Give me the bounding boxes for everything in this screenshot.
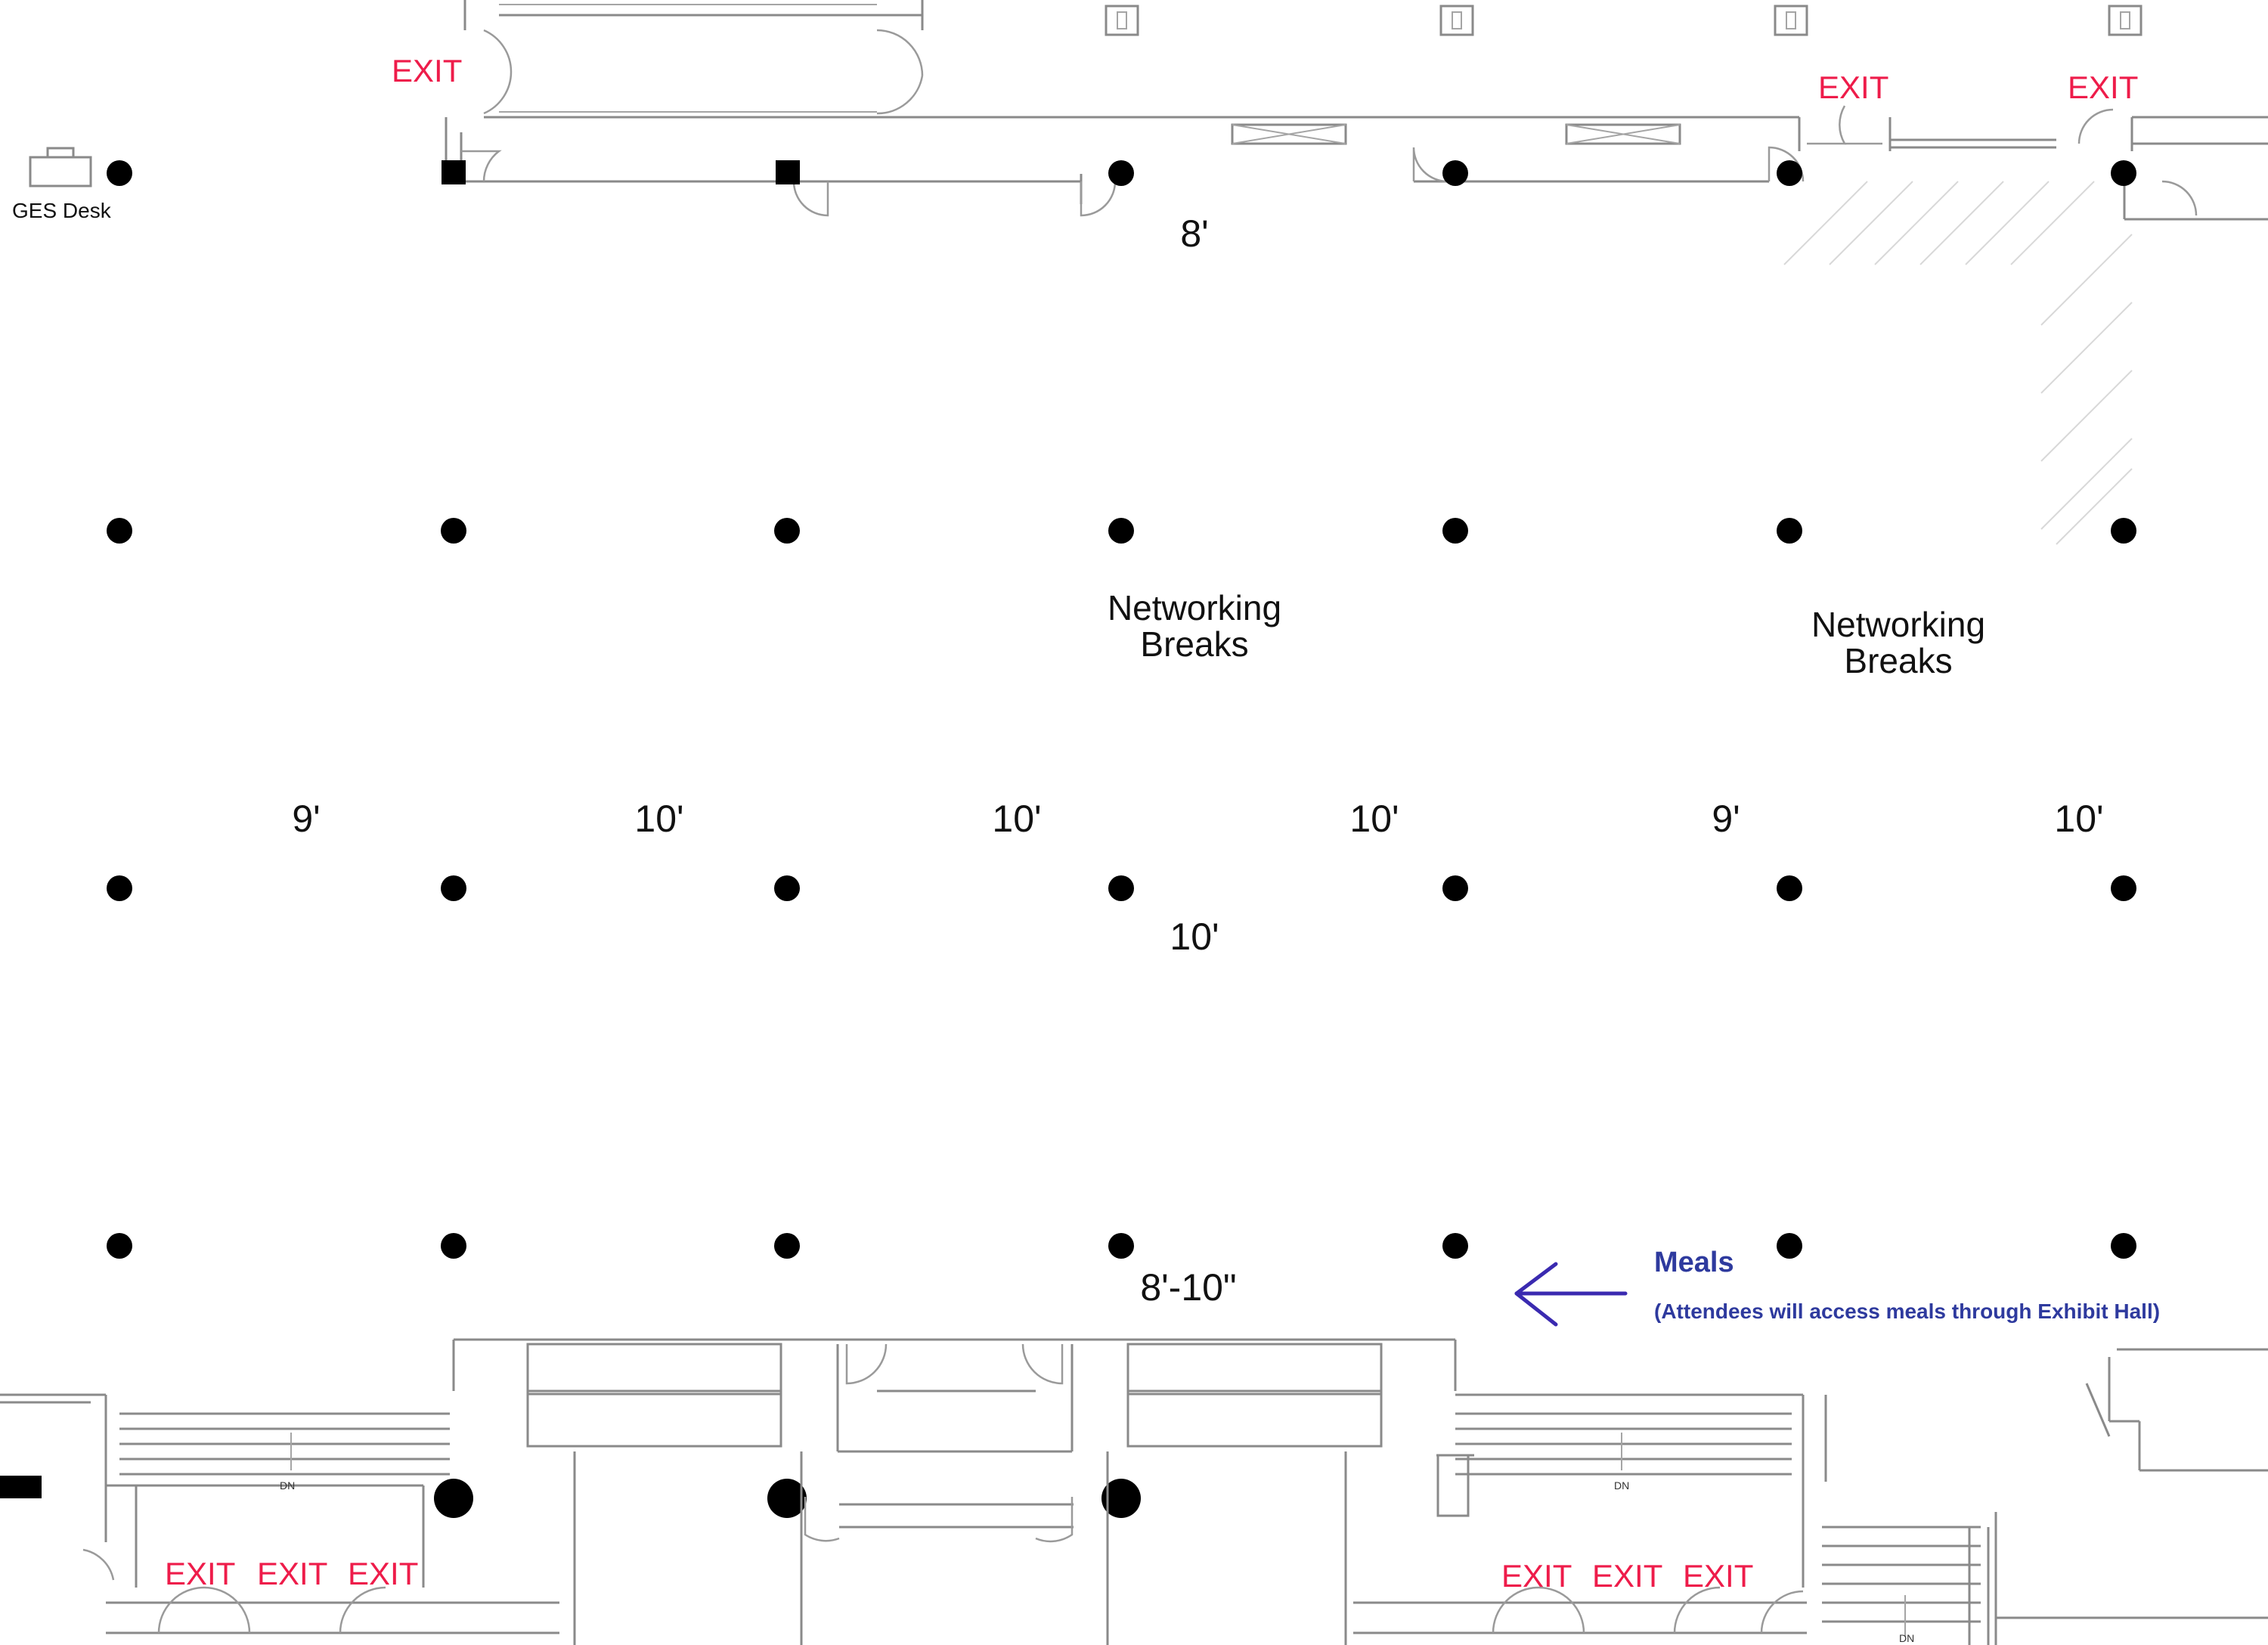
meals-title: Meals [1654, 1247, 1734, 1278]
column [2111, 518, 2136, 544]
column [441, 1233, 466, 1259]
meals-callout: Meals (Attendees will access meals throu… [1514, 1247, 2160, 1327]
column [1108, 518, 1134, 544]
stair-down-label: DN [1899, 1632, 1914, 1644]
column [1442, 160, 1468, 186]
column-block [0, 1476, 42, 1498]
columns [0, 160, 2136, 1518]
dimension-labels: 8' 9' 10' 10' 10' 9' 10' 10' 8'-10" [292, 212, 2103, 1309]
column [441, 518, 466, 544]
column [1108, 160, 1134, 186]
exit-label: EXIT [1501, 1558, 1572, 1594]
column [1777, 1233, 1802, 1259]
dimension-label: 10' [634, 798, 683, 840]
networking-breaks-zone: Networking Breaks [1108, 588, 1281, 664]
meals-note: (Attendees will access meals through Exh… [1654, 1300, 2160, 1323]
column-square [442, 160, 466, 184]
column [1777, 518, 1802, 544]
column-square [776, 160, 800, 184]
column [1442, 875, 1468, 901]
zone-label: Networking [1108, 588, 1281, 627]
dimension-label: 9' [1712, 798, 1740, 840]
column [107, 160, 132, 186]
column [107, 875, 132, 901]
top-walls [445, 0, 2268, 545]
column [1442, 1233, 1468, 1259]
column [107, 1233, 132, 1259]
exit-label: EXIT [1683, 1558, 1753, 1594]
column [434, 1479, 473, 1518]
arrow-left-icon [1514, 1262, 1628, 1327]
column [2111, 160, 2136, 186]
exit-label: EXIT [257, 1556, 327, 1591]
column [767, 1479, 807, 1518]
dimension-label: 8'-10" [1140, 1266, 1236, 1309]
zone-label: Networking [1811, 605, 1985, 644]
dimension-label: 10' [2054, 798, 2103, 840]
column [2111, 1233, 2136, 1259]
column [1101, 1479, 1141, 1518]
zone-label: Breaks [1140, 624, 1248, 664]
top-doors [461, 29, 2198, 217]
exit-label: EXIT [392, 53, 462, 88]
desk-icon [29, 147, 92, 187]
column [107, 518, 132, 544]
bottom-walls [0, 1338, 2268, 1645]
exit-labels: EXIT EXIT EXIT EXIT EXIT EXIT EXIT EXIT … [165, 53, 2138, 1594]
column [1442, 518, 1468, 544]
exit-label: EXIT [165, 1556, 235, 1591]
column [774, 1233, 800, 1259]
dimension-label: 10' [992, 798, 1041, 840]
dimension-label: 9' [292, 798, 320, 840]
stair-down-label: DN [1614, 1479, 1629, 1492]
column [774, 518, 800, 544]
column [441, 875, 466, 901]
exit-label: EXIT [1592, 1558, 1662, 1594]
column [1777, 875, 1802, 901]
dimension-label: 10' [1349, 798, 1399, 840]
dimension-label: 8' [1180, 212, 1208, 255]
exit-label: EXIT [1818, 70, 1888, 105]
stair-down-label: DN [280, 1479, 295, 1492]
exit-label: EXIT [2068, 70, 2138, 105]
bottom-doors [82, 1343, 1804, 1634]
exit-label: EXIT [348, 1556, 418, 1591]
column [1108, 875, 1134, 901]
ges-desk-label: GES Desk [12, 199, 112, 222]
column [1777, 160, 1802, 186]
zone-label: Breaks [1844, 641, 1952, 680]
column [1108, 1233, 1134, 1259]
networking-breaks-zone: Networking Breaks [1811, 605, 1985, 680]
column [2111, 875, 2136, 901]
dimension-label: 10' [1170, 915, 1219, 958]
column [774, 875, 800, 901]
